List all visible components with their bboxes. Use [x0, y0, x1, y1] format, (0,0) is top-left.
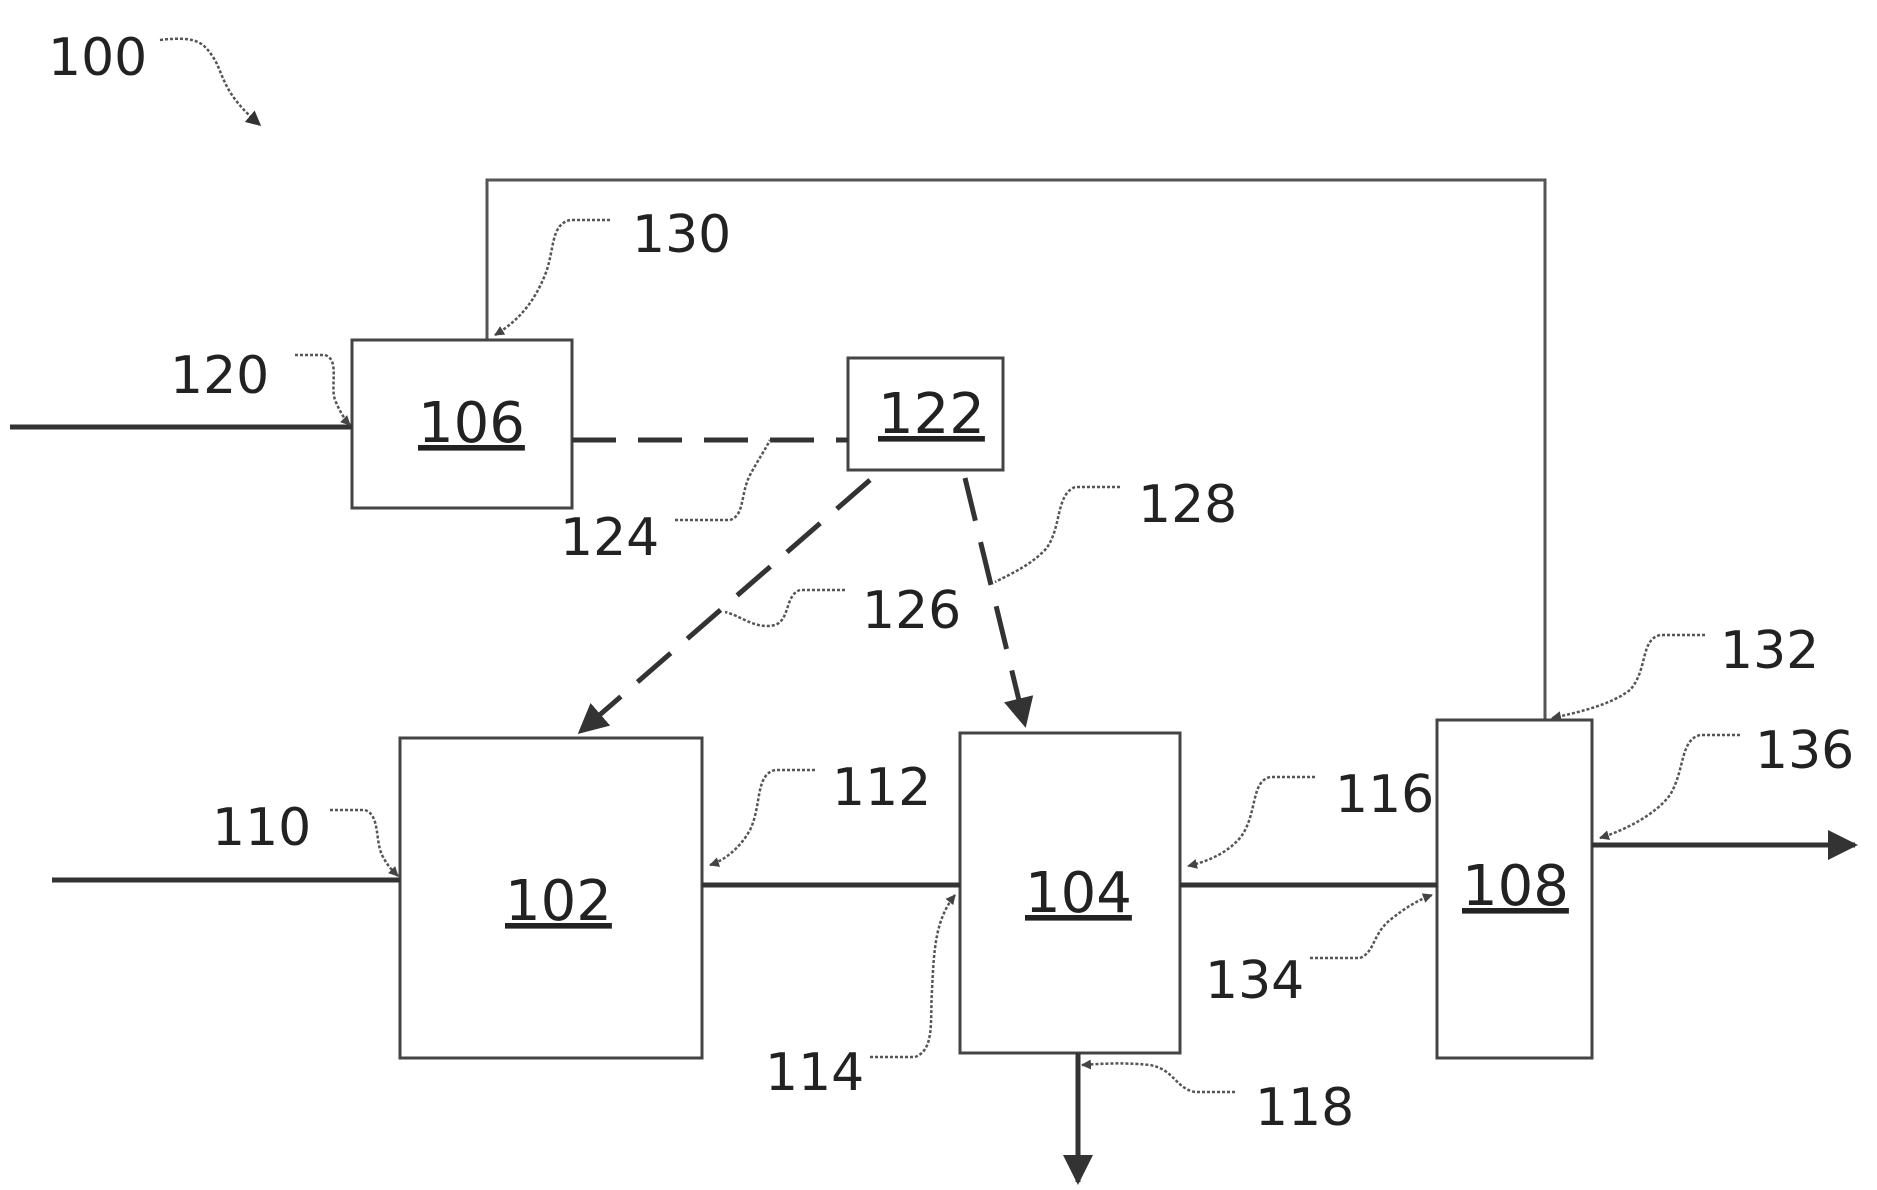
- unit-106-label: 106: [418, 391, 525, 456]
- stream-label-114: 114: [765, 1043, 864, 1103]
- unit-102-label: 102: [505, 869, 612, 934]
- leader-126: [725, 590, 845, 626]
- leader-124: [675, 440, 770, 520]
- unit-108-label: 108: [1462, 854, 1569, 919]
- stream-label-120: 120: [170, 346, 269, 406]
- stream-label-118: 118: [1255, 1078, 1354, 1138]
- leader-114: [870, 895, 955, 1057]
- stream-label-112: 112: [832, 758, 931, 818]
- leader-128: [995, 487, 1120, 582]
- unit-104-label: 104: [1025, 861, 1132, 926]
- stream-label-110: 110: [212, 798, 311, 858]
- unit-122-label: 122: [878, 382, 985, 447]
- stream-label-136: 136: [1755, 721, 1854, 781]
- leader-116: [1188, 777, 1315, 866]
- stream-label-134: 134: [1205, 951, 1304, 1011]
- leader-136: [1600, 735, 1740, 838]
- leader-134: [1310, 895, 1432, 958]
- leader-110: [330, 810, 398, 876]
- stream-label-126: 126: [862, 581, 961, 641]
- stream-label-132: 132: [1720, 621, 1819, 681]
- leader-132: [1552, 635, 1705, 718]
- stream-label-128: 128: [1138, 475, 1237, 535]
- stream-label-116: 116: [1335, 765, 1434, 825]
- leader-118: [1082, 1063, 1235, 1092]
- signal-line-128: [965, 478, 1025, 725]
- stream-label-124: 124: [560, 508, 659, 568]
- stream-label-130: 130: [632, 205, 731, 265]
- leader-120: [295, 355, 350, 425]
- figure-ref-leader: [160, 39, 260, 125]
- figure-ref-label: 100: [48, 28, 147, 88]
- leader-130: [495, 220, 610, 335]
- leader-112: [710, 770, 815, 865]
